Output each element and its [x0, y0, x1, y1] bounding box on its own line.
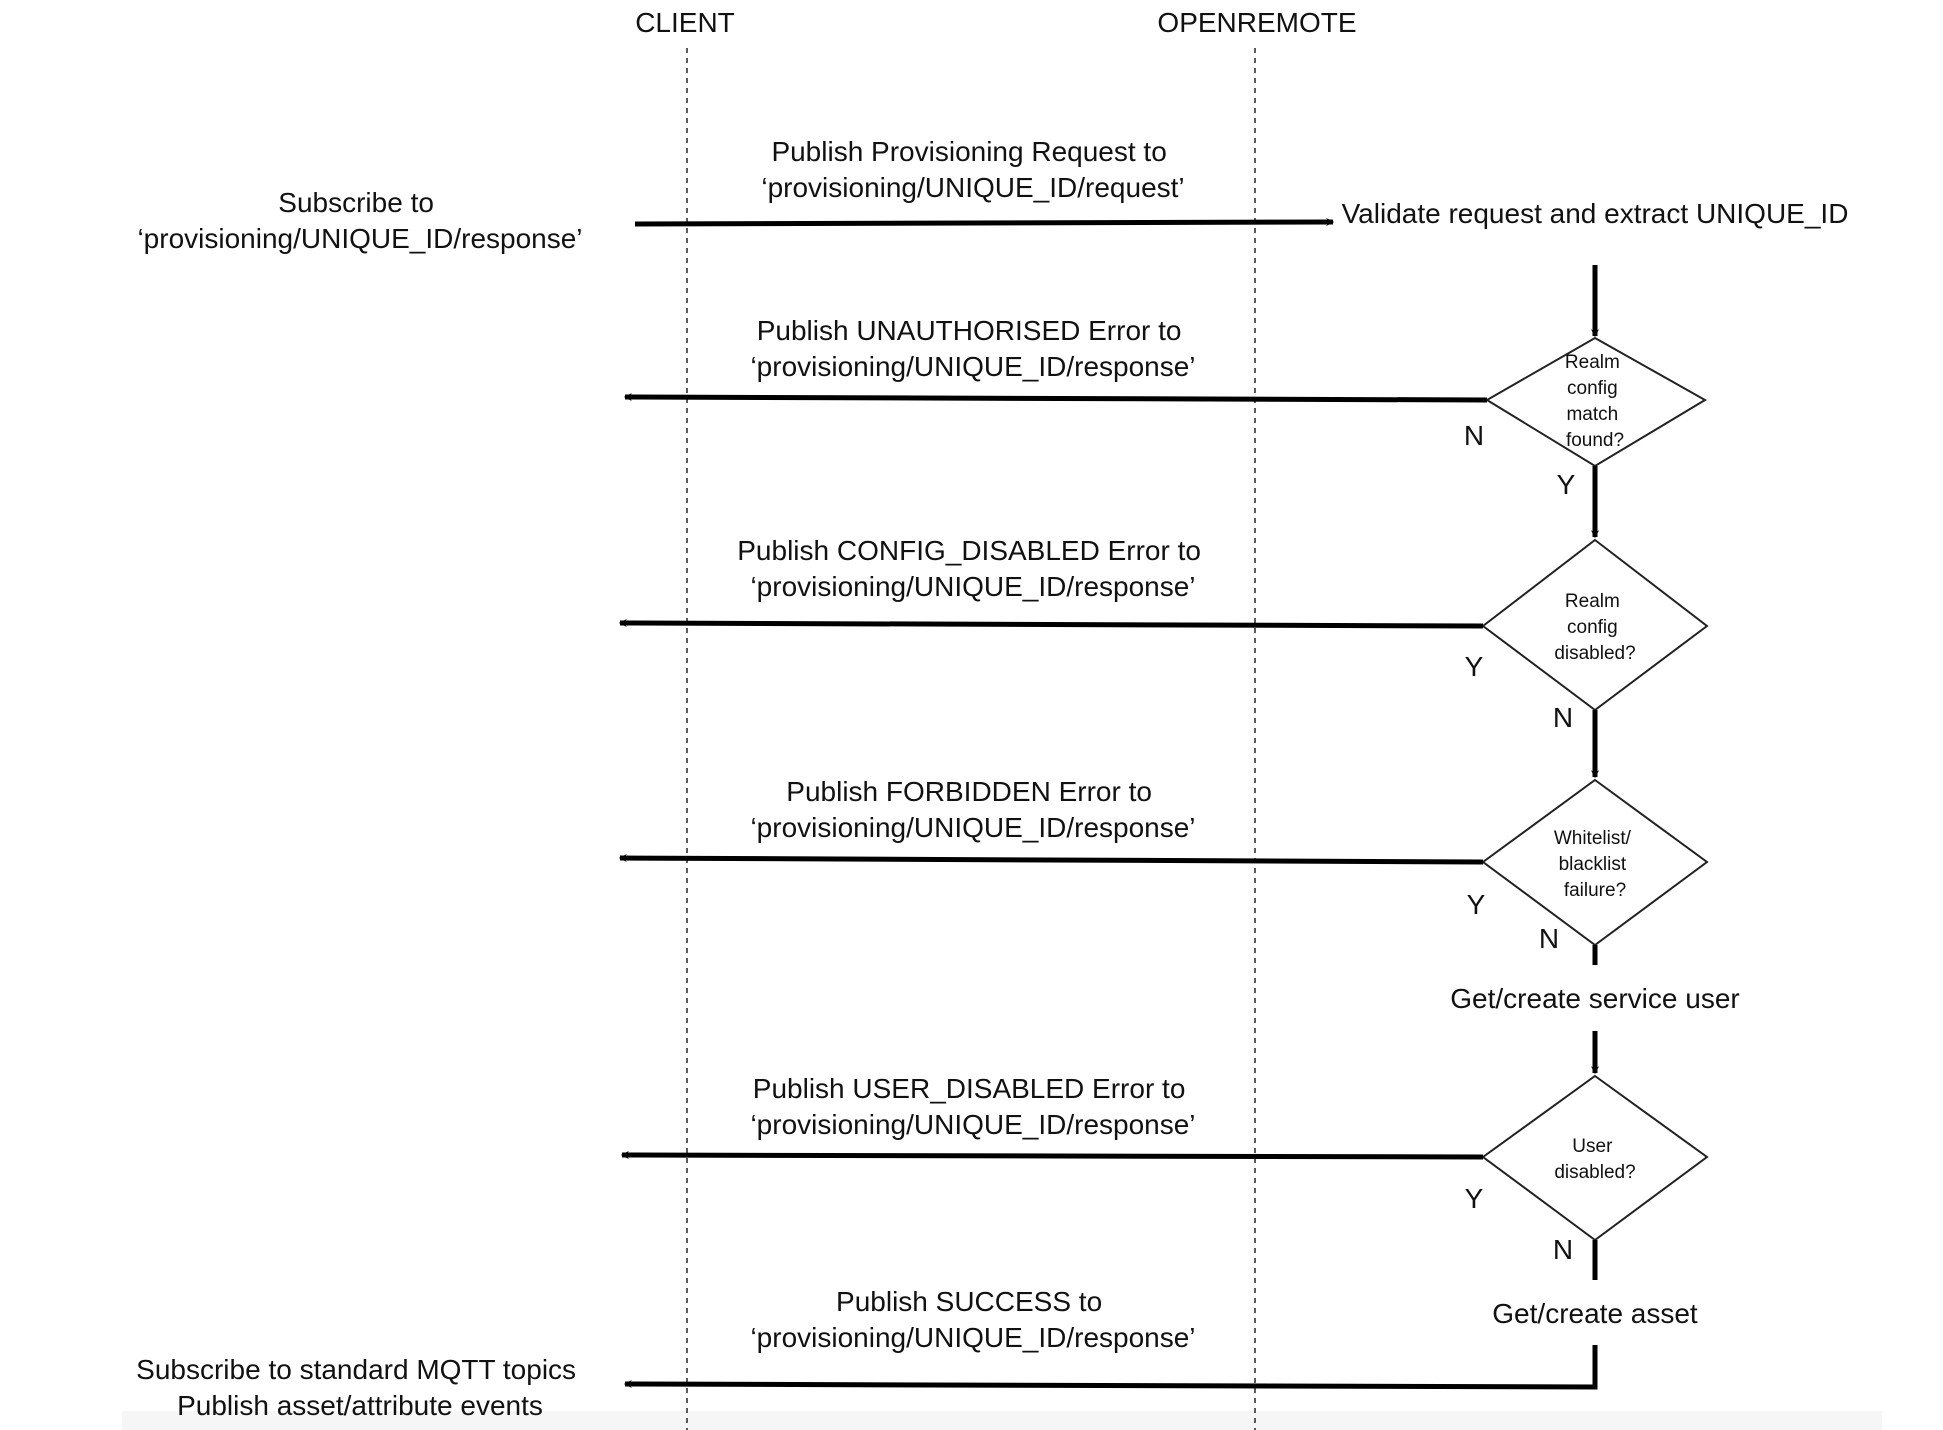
- lane-label-client: CLIENT: [635, 7, 735, 38]
- message-success-label: Publish SUCCESS to ‘provisioning/UNIQUE_…: [750, 1286, 1195, 1353]
- message-success-arrow: [623, 1345, 1598, 1390]
- message-config-disabled-arrow: [618, 619, 1484, 629]
- branch-user-disabled-no: N: [1553, 1234, 1573, 1265]
- step-validate: Validate request and extract UNIQUE_ID: [1342, 198, 1849, 229]
- branch-config-disabled-yes: Y: [1465, 651, 1484, 682]
- branch-user-disabled-yes: Y: [1465, 1183, 1484, 1214]
- step-asset: Get/create asset: [1492, 1298, 1698, 1329]
- message-forbidden-label: Publish FORBIDDEN Error to ‘provisioning…: [750, 776, 1195, 843]
- branch-realm-match-yes: Y: [1557, 469, 1576, 500]
- message-user-disabled-arrow: [620, 1151, 1484, 1160]
- decision-user-disabled: [1481, 1074, 1709, 1242]
- client-subscribe-note: Subscribe to ‘provisioning/UNIQUE_ID/res…: [137, 187, 582, 254]
- branch-config-disabled-no: N: [1553, 702, 1573, 733]
- decision-config-disabled-text: Realm config disabled?: [1554, 591, 1635, 664]
- decision-user-disabled-text: User disabled?: [1554, 1136, 1635, 1183]
- message-unauthorised-label: Publish UNAUTHORISED Error to ‘provision…: [750, 315, 1195, 382]
- branch-whitelist-no: N: [1539, 923, 1559, 954]
- branch-whitelist-yes: Y: [1467, 889, 1486, 920]
- branch-realm-match-no: N: [1464, 420, 1484, 451]
- message-config-disabled-label: Publish CONFIG_DISABLED Error to ‘provis…: [737, 535, 1208, 602]
- decision-whitelist-text: Whitelist/ blacklist failure?: [1554, 828, 1636, 901]
- message-user-disabled-label: Publish USER_DISABLED Error to ‘provisio…: [750, 1073, 1195, 1140]
- lane-label-openremote: OPENREMOTE: [1157, 7, 1356, 38]
- message-forbidden-arrow: [618, 854, 1484, 865]
- message-request-label: Publish Provisioning Request to ‘provisi…: [761, 136, 1184, 203]
- step-service-user: Get/create service user: [1450, 983, 1739, 1014]
- message-request-arrow: [634, 218, 1335, 227]
- decision-realm-match-text: Realm config match found?: [1565, 352, 1625, 451]
- client-final-note: Subscribe to standard MQTT topics Publis…: [136, 1354, 584, 1421]
- message-unauthorised-arrow: [623, 393, 1488, 403]
- bottom-band: [122, 1411, 1882, 1430]
